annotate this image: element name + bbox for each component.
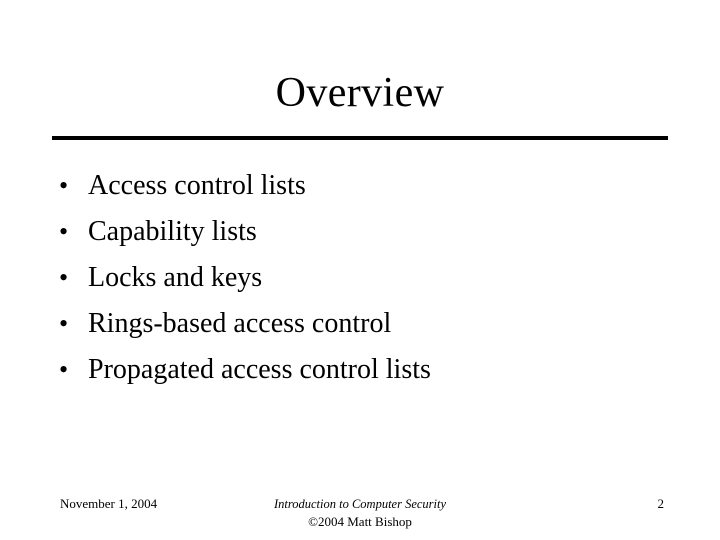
footer-course-title: Introduction to Computer Security	[273, 497, 447, 511]
list-item-label: Capability lists	[88, 216, 257, 247]
title-area: Overview	[52, 62, 668, 124]
slide-page-number: 2	[657, 496, 665, 511]
list-item-label: Rings-based access control	[88, 308, 392, 339]
bullet-icon: •	[59, 263, 69, 292]
list-item-label: Locks and keys	[88, 262, 263, 293]
list-item: • Access control lists	[52, 163, 672, 209]
list-item-label: Access control lists	[88, 170, 306, 201]
list-item: • Locks and keys	[52, 255, 672, 301]
footer-copyright: ©2004 Matt Bishop	[308, 514, 412, 529]
footer-date: November 1, 2004	[60, 496, 158, 511]
page-title: Overview	[275, 69, 445, 116]
bullet-list: • Access control lists • Capability list…	[52, 163, 672, 393]
list-item: • Capability lists	[52, 209, 672, 255]
bullet-icon: •	[59, 171, 69, 200]
list-item: • Rings-based access control	[52, 301, 672, 347]
bullet-icon: •	[59, 355, 69, 384]
bullet-icon: •	[59, 217, 69, 246]
slide-footer: November 1, 2004 Introduction to Compute…	[0, 494, 720, 534]
list-item-label: Propagated access control lists	[88, 354, 431, 385]
title-divider	[52, 136, 668, 140]
list-item: • Propagated access control lists	[52, 347, 672, 393]
bullet-icon: •	[59, 309, 69, 338]
footer-center-block: Introduction to Computer Security ©2004 …	[180, 496, 540, 530]
